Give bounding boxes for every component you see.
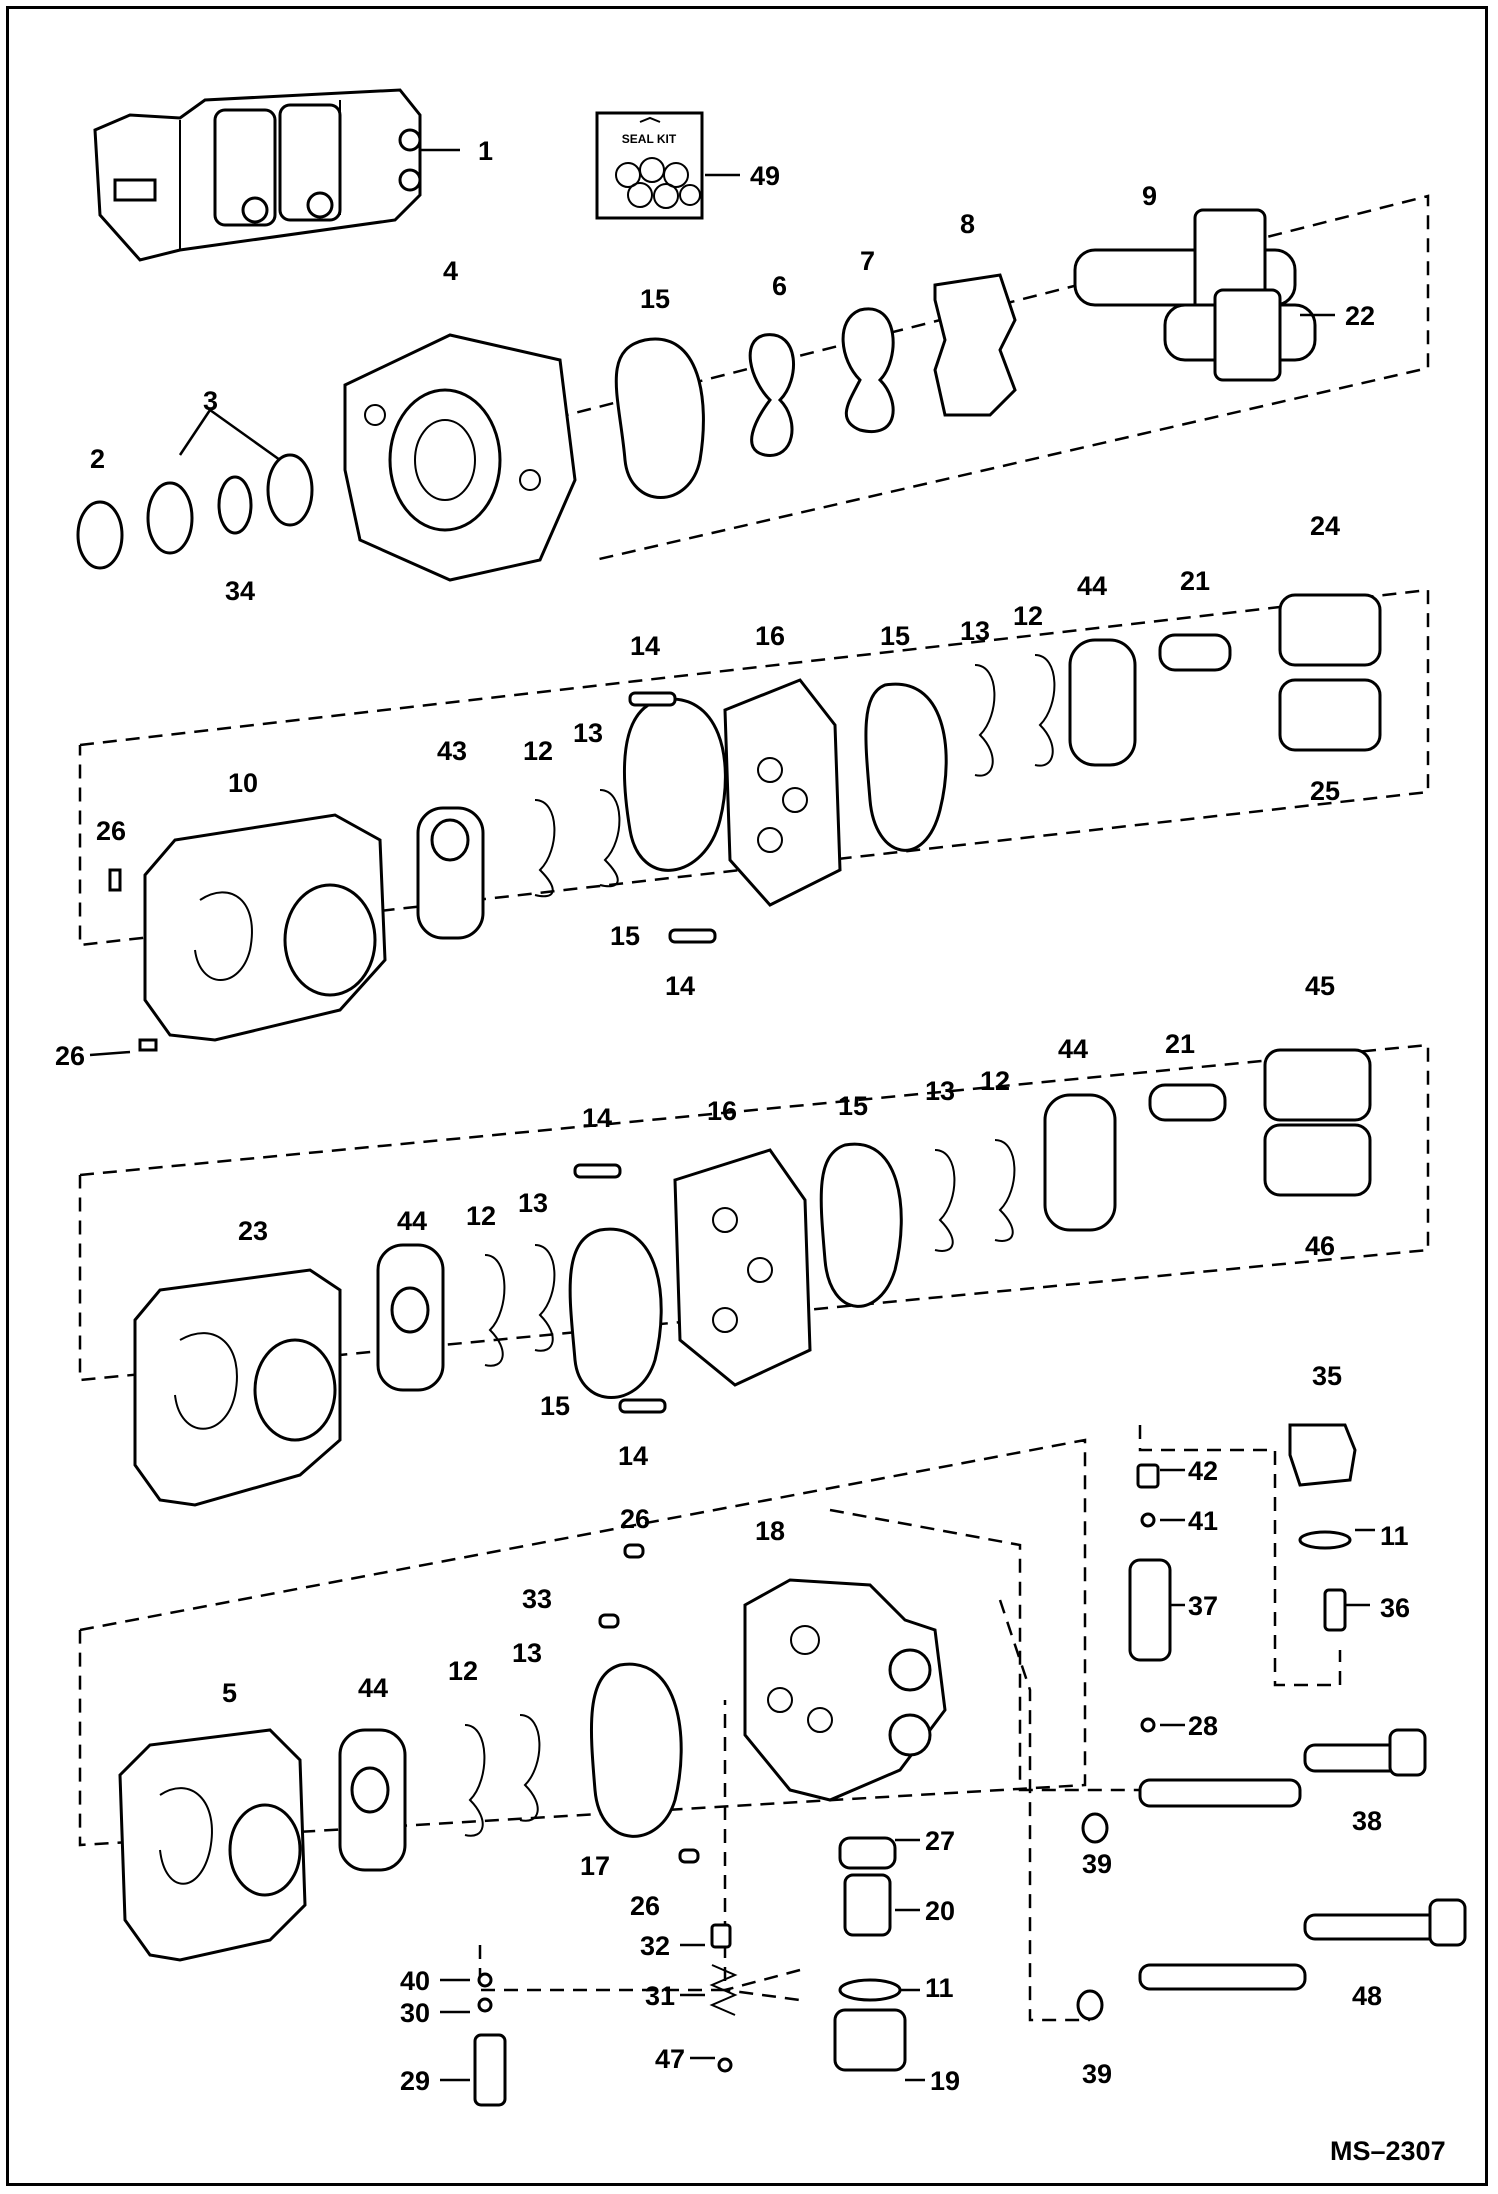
label-part-36: 36 [1380,1593,1410,1623]
label-part-3: 3 [203,386,218,416]
label-part-13e: 13 [512,1638,542,1668]
label-part-14d: 14 [618,1441,648,1471]
label-part-5: 5 [222,1678,237,1708]
label-part-39b: 39 [1082,2059,1112,2089]
second-section-parts [108,593,1382,1052]
label-part-26b: 26 [55,1041,85,1071]
label-part-8: 8 [960,209,975,239]
label-part-44c: 44 [397,1206,427,1236]
label-part-39a: 39 [1082,1849,1112,1879]
label-part-20: 20 [925,1896,955,1926]
label-part-12b: 12 [523,736,553,766]
seal-kit-part-49: SEAL KIT [595,111,704,220]
third-section-parts [133,1048,1372,1507]
label-part-16b: 16 [707,1096,737,1126]
label-part-46: 46 [1305,1231,1335,1261]
front-section-parts [76,208,1317,582]
label-part-29: 29 [400,2066,430,2096]
rear-section-parts [118,1423,1467,2107]
label-part-14b: 14 [665,971,695,1001]
label-part-15a: 15 [640,284,670,314]
label-part-10: 10 [228,768,258,798]
label-part-12d: 12 [466,1201,496,1231]
label-part-22: 22 [1345,301,1375,331]
label-part-9: 9 [1142,181,1157,211]
label-part-12a: 12 [1013,601,1043,631]
label-part-27: 27 [925,1826,955,1856]
label-part-49: 49 [750,161,780,191]
label-part-11a: 11 [1380,1521,1409,1551]
label-part-18: 18 [755,1516,785,1546]
label-part-12c: 12 [980,1066,1010,1096]
label-part-31: 31 [645,1981,675,2011]
label-part-42: 42 [1188,1456,1218,1486]
label-part-13c: 13 [925,1076,955,1106]
label-part-38: 38 [1352,1806,1382,1836]
label-part-24: 24 [1310,511,1340,541]
label-part-21a: 21 [1180,566,1210,596]
label-part-23: 23 [238,1216,268,1246]
label-part-41: 41 [1188,1506,1218,1536]
label-part-35: 35 [1312,1361,1342,1391]
label-part-40: 40 [400,1966,430,1996]
label-part-43: 43 [437,736,467,766]
label-part-25: 25 [1310,776,1340,806]
label-part-17: 17 [580,1851,610,1881]
label-part-44b: 44 [1058,1034,1088,1064]
callout-labels: 1 49 9 8 7 6 15 4 22 3 2 34 24 21 44 12 … [55,136,1410,2096]
seal-kit-label: SEAL KIT [622,132,677,146]
label-part-4: 4 [443,256,458,286]
label-part-33: 33 [522,1584,552,1614]
label-part-45: 45 [1305,971,1335,1001]
label-part-37: 37 [1188,1591,1218,1621]
label-part-26a: 26 [96,816,126,846]
label-part-44d: 44 [358,1673,388,1703]
label-part-32: 32 [640,1931,670,1961]
label-part-6: 6 [772,271,787,301]
label-part-44a: 44 [1077,571,1107,601]
label-part-21b: 21 [1165,1029,1195,1059]
label-part-13d: 13 [518,1188,548,1218]
drawing-number: MS–2307 [1330,2136,1446,2166]
label-part-15b: 15 [880,621,910,651]
label-part-7: 7 [860,246,875,276]
label-part-13b: 13 [573,718,603,748]
drawing-border [6,6,1488,2186]
pump-assembly-part-1 [93,88,422,262]
label-part-30: 30 [400,1998,430,2028]
label-part-15e: 15 [540,1391,570,1421]
label-part-26c: 26 [620,1504,650,1534]
label-part-28: 28 [1188,1711,1218,1741]
label-part-14a: 14 [630,631,660,661]
label-part-19: 19 [930,2066,960,2096]
label-part-2: 2 [90,444,105,474]
label-part-14c: 14 [582,1103,612,1133]
label-part-15c: 15 [610,921,640,951]
label-part-1: 1 [478,136,493,166]
leader-lines [89,148,1375,2082]
label-part-16a: 16 [755,621,785,651]
label-part-34: 34 [225,576,255,606]
label-part-48: 48 [1352,1981,1382,2011]
label-part-15d: 15 [838,1091,868,1121]
label-part-11b: 11 [925,1973,954,2003]
label-part-13a: 13 [960,616,990,646]
label-part-26d: 26 [630,1891,660,1921]
label-part-47: 47 [655,2044,685,2074]
label-part-12e: 12 [448,1656,478,1686]
